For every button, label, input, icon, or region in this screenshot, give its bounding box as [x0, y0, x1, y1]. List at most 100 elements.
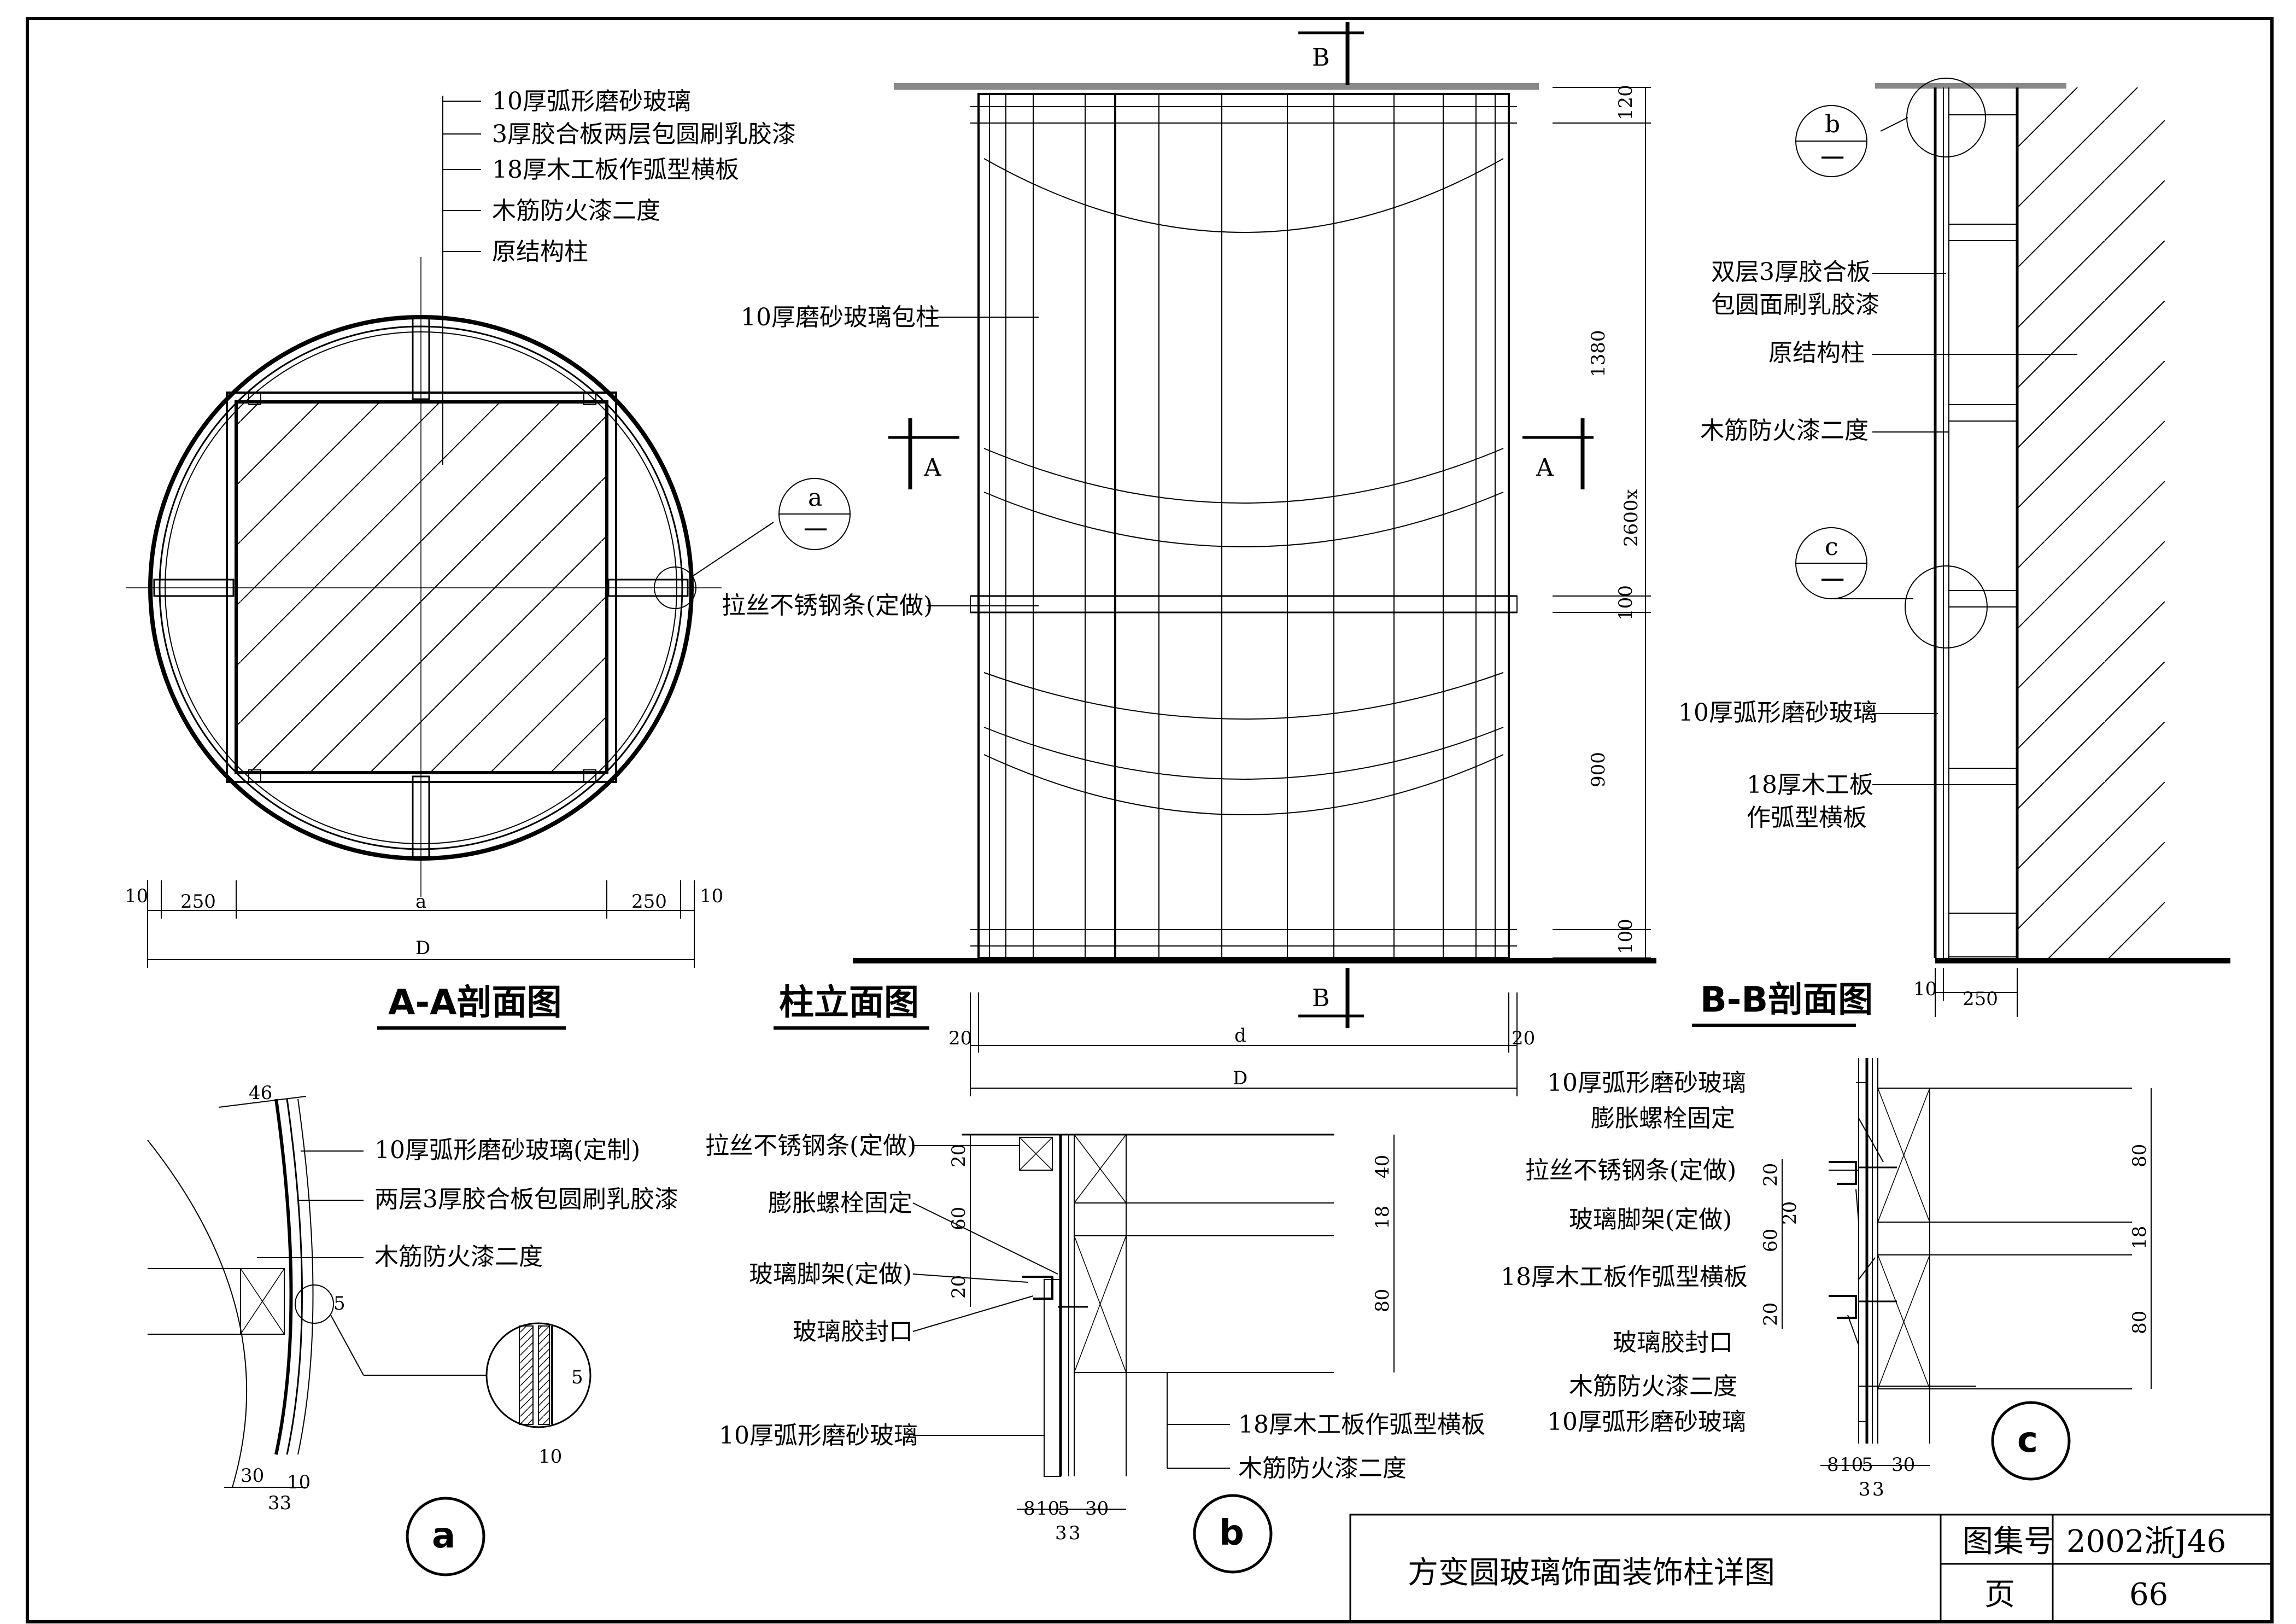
detail-b-dim-b6: 3 — [1069, 1522, 1081, 1544]
aa-dim-side-right: 250 — [631, 891, 667, 913]
detail-b-dim-b2: 10 — [1036, 1498, 1059, 1520]
detail-a-dim-inset: 10 — [538, 1446, 562, 1468]
bb-dim-width: 250 — [1963, 988, 1998, 1010]
detail-c: 10厚弧形磨砂玻璃 膨胀螺栓固定 拉丝不锈钢条(定做) 玻璃脚架(定做) 18厚… — [1501, 1058, 2152, 1500]
callout-c-dash: 一 — [1820, 567, 1844, 595]
detail-b-label-7: 木筋防火漆二度 — [1238, 1454, 1407, 1482]
detail-b-dim-r3: 80 — [1372, 1289, 1393, 1312]
detail-c-label-8: 10厚弧形磨砂玻璃 — [1547, 1408, 1746, 1436]
elev-label-strip: 拉丝不锈钢条(定做) — [722, 592, 933, 620]
bb-callout-zone-b[interactable] — [1906, 78, 1986, 157]
detail-b-dim-b4: 30 — [1085, 1498, 1109, 1520]
detail-c-dim-r2: 18 — [2129, 1226, 2151, 1249]
elev-title: 柱立面图 — [779, 983, 919, 1023]
elev-dim-bottom: 100 — [1615, 919, 1637, 954]
detail-b-dim-b1: 8 — [1023, 1498, 1035, 1520]
detail-c-dim-r3: 80 — [2129, 1311, 2151, 1334]
atlas-label: 图集号 — [1963, 1524, 2054, 1559]
detail-b-dim-l1: 20 — [948, 1144, 970, 1167]
callout-b-dash: 一 — [1820, 145, 1844, 173]
column-elevation: B B A A 10厚磨砂玻璃包柱 拉丝不锈钢条(定做) 120 1380 26… — [722, 22, 1656, 1096]
detail-c-dim-b3: 5 — [1861, 1454, 1873, 1476]
aa-dim-side-left: 250 — [180, 891, 216, 913]
detail-b-label-5: 10厚弧形磨砂玻璃 — [719, 1422, 918, 1450]
aa-label-2: 3厚胶合板两层包圆刷乳胶漆 — [492, 120, 796, 148]
detail-a-dim-30: 30 — [241, 1465, 264, 1487]
detail-b-dim-b3: 5 — [1058, 1498, 1070, 1520]
aa-title: A-A剖面图 — [388, 983, 562, 1023]
aa-dim-edge-right: 10 — [700, 885, 723, 907]
detail-c-label-2: 膨胀螺栓固定 — [1591, 1105, 1735, 1132]
aa-callout-detail-a[interactable] — [654, 566, 696, 609]
detail-b-dim-r1: 40 — [1372, 1155, 1393, 1178]
detail-c-dim-l2: 20 — [1779, 1201, 1801, 1225]
elev-dim-edge-right: 20 — [1512, 1027, 1535, 1049]
detail-a-label-1: 10厚弧形磨砂玻璃(定制) — [374, 1136, 640, 1164]
detail-c-label-6: 玻璃胶封口 — [1613, 1329, 1733, 1357]
detail-c-label-5: 18厚木工板作弧型横板 — [1501, 1263, 1748, 1291]
detail-b-dim-b5: 3 — [1055, 1522, 1067, 1544]
sheet-border — [26, 17, 2274, 1623]
elev-mark-b-bottom: B — [1312, 984, 1329, 1012]
atlas-value: 2002浙J46 — [2066, 1524, 2226, 1559]
detail-b-dim-l3: 20 — [948, 1275, 970, 1299]
detail-a-label-2: 两层3厚胶合板包圆刷乳胶漆 — [374, 1185, 678, 1213]
elev-dim-upper: 1380 — [1588, 330, 1609, 377]
detail-c-label-4: 玻璃脚架(定做) — [1569, 1206, 1732, 1234]
elev-dim-edge-left: 20 — [948, 1027, 972, 1049]
bb-dim-edge: 10 — [1913, 978, 1937, 1000]
page-value: 66 — [2129, 1577, 2168, 1613]
aa-label-5: 原结构柱 — [492, 238, 588, 266]
stainless-strip — [970, 595, 1518, 613]
elev-dim-top: 120 — [1615, 85, 1637, 120]
bb-label-ply-1: 双层3厚胶合板 — [1711, 258, 1871, 286]
floor-line — [853, 958, 1656, 963]
aa-label-4: 木筋防火漆二度 — [492, 197, 660, 225]
bb-structural-column — [2017, 87, 2165, 958]
bb-section: b 一 c 一 双层3厚胶合板 包圆面刷乳胶漆 原结构柱 木筋防火漆二度 10厚… — [1678, 78, 2230, 1027]
page-label: 页 — [1984, 1577, 2015, 1613]
detail-a-dim-top: 46 — [249, 1082, 272, 1104]
column-glass-body — [977, 93, 1510, 959]
elev-label-glass: 10厚磨砂玻璃包柱 — [741, 303, 940, 331]
bb-label-ply-2: 包圆面刷乳胶漆 — [1711, 291, 1879, 319]
callout-a-letter: a — [808, 484, 822, 512]
detail-b-label-1: 拉丝不锈钢条(定做) — [705, 1132, 916, 1160]
detail-c-mark — [1991, 1401, 2071, 1481]
detail-b-dim-l2: 60 — [948, 1207, 970, 1230]
aa-dim-edge-left: 10 — [125, 885, 148, 907]
detail-c-label-3: 拉丝不锈钢条(定做) — [1525, 1156, 1736, 1184]
detail-c-dim-b6: 3 — [1872, 1479, 1884, 1500]
detail-b-label-3: 玻璃脚架(定做) — [749, 1260, 912, 1288]
detail-c-dim-l4: 20 — [1760, 1302, 1782, 1326]
ceiling-slab — [894, 83, 1539, 90]
aa-section: 10厚弧形磨砂玻璃 3厚胶合板两层包圆刷乳胶漆 18厚木工板作弧型横板 木筋防火… — [125, 87, 851, 1030]
aa-dim-total: D — [415, 937, 430, 959]
elev-dim-mid: d — [1234, 1025, 1246, 1047]
detail-b-letter: b — [1219, 1513, 1244, 1553]
aa-structural-column — [235, 400, 608, 774]
detail-a-magnifier — [485, 1322, 591, 1428]
bb-label-glass: 10厚弧形磨砂玻璃 — [1678, 699, 1877, 727]
elev-mark-a-right: A — [1536, 454, 1554, 482]
detail-a-dim-10: 10 — [287, 1471, 311, 1493]
detail-a-dim-gap-zoom: 5 — [571, 1366, 583, 1388]
detail-a-dim-gap: 5 — [333, 1293, 345, 1315]
bb-callout-zone-c[interactable] — [1905, 565, 1988, 649]
detail-c-dim-b5: 3 — [1859, 1479, 1871, 1500]
detail-c-label-1: 10厚弧形磨砂玻璃 — [1547, 1069, 1746, 1097]
callout-c-letter: c — [1825, 533, 1838, 561]
detail-c-label-7: 木筋防火漆二度 — [1569, 1372, 1737, 1400]
detail-a: 10厚弧形磨砂玻璃(定制) 两层3厚胶合板包圆刷乳胶漆 木筋防火漆二度 46 5… — [147, 1082, 678, 1576]
detail-b-dim-r2: 18 — [1372, 1206, 1393, 1229]
elev-dim-lower: 900 — [1588, 752, 1609, 787]
detail-c-letter: c — [2017, 1420, 2038, 1461]
elev-mark-b-top: B — [1312, 44, 1329, 72]
elev-dim-band: 100 — [1615, 585, 1637, 621]
detail-c-dim-b4: 30 — [1891, 1454, 1915, 1476]
detail-b: 拉丝不锈钢条(定做) 膨胀螺栓固定 玻璃脚架(定做) 玻璃胶封口 10厚弧形磨砂… — [705, 1132, 1485, 1574]
aa-dim-mid: a — [415, 891, 426, 913]
detail-a-letter: a — [432, 1516, 455, 1556]
elev-dim-total: D — [1233, 1067, 1247, 1089]
